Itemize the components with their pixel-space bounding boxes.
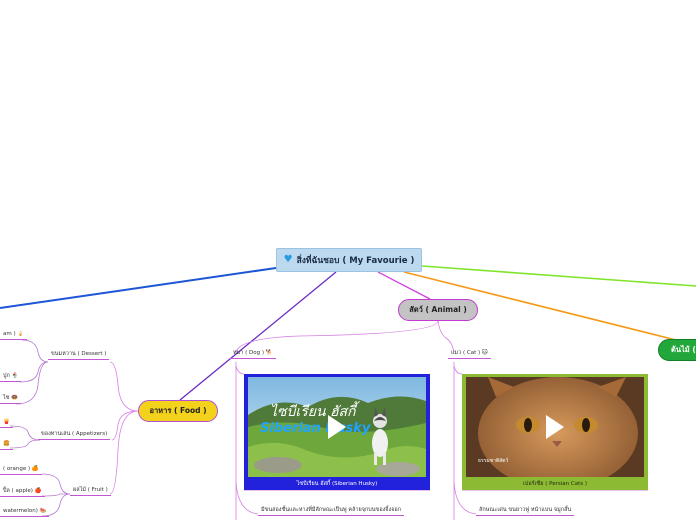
- fruit-item-label: ( orange ) 🍊: [3, 466, 39, 472]
- cat-video-watermark: ธรรมชาติสัตว์: [478, 458, 509, 464]
- subtopic-fruit-label: ผลไม้ ( Fruit ): [73, 487, 108, 493]
- fruit-item[interactable]: ( orange ) 🍊: [0, 465, 42, 475]
- dessert-item[interactable]: ไซ 🍩: [0, 394, 22, 404]
- dog-note-text: มีขนสองชั้นและหางที่มีลักษณะเป็นพู่ คล้า…: [261, 507, 402, 513]
- appetizer-item[interactable]: 🍔: [0, 440, 13, 450]
- dessert-item-label: ไซ 🍩: [3, 395, 19, 401]
- edge-central-to-animal: [377, 271, 431, 300]
- topic-food-label: อาหาร ( Food ): [149, 406, 207, 415]
- edge-central-to-food: [179, 271, 337, 401]
- dessert-item-label: am ) 🍦: [3, 331, 25, 337]
- topic-animal[interactable]: สัตว์ ( Animal ): [398, 299, 478, 321]
- subtopic-cat[interactable]: แมว ( Cat ) 🐱: [448, 349, 491, 359]
- persian-cat-image: [466, 377, 644, 477]
- edge-food-to-dessert: [109, 361, 139, 412]
- central-topic-label: สิ่งที่ฉันชอบ ( My Favourie ): [296, 256, 415, 266]
- subtopic-dog-label: หมา ( Dog ) 🐕: [233, 350, 273, 356]
- appetizer-item[interactable]: 🍟: [0, 418, 13, 428]
- fruit-item[interactable]: ปิ้ล ( apple) 🍎: [0, 487, 45, 497]
- dog-video-caption: ไซบีเรียน ฮัสกี้ (Siberian Husky): [296, 481, 378, 487]
- edge-dessert-leaf-3: [15, 361, 49, 405]
- fruit-item[interactable]: watermelon) 🍉: [0, 507, 50, 517]
- appetizer-item-label: 🍟: [3, 419, 10, 425]
- subtopic-appetizers-label: ของทานเล่น ( Appetizers): [41, 431, 108, 437]
- edge-fruit-leaf-1: [41, 473, 71, 495]
- appetizer-item-label: 🍔: [3, 441, 10, 447]
- topic-trees-label: ต้นไม้ (: [671, 345, 696, 354]
- dessert-item-label: ปูก 🍨: [3, 373, 19, 379]
- subtopic-appetizers[interactable]: ของทานเล่น ( Appetizers): [38, 430, 111, 440]
- persian-cat-photo: ธรรมชาติสัตว์: [466, 377, 644, 477]
- cat-video-caption: เปอร์เซีย ( Persian Cats ): [523, 481, 587, 487]
- edge-appetizers-leaf-1: [9, 425, 41, 441]
- central-topic[interactable]: ♥ สิ่งที่ฉันชอบ ( My Favourie ): [276, 248, 422, 272]
- dog-video-card[interactable]: ไซบีเรียน ฮัสกี้ Siberian Husky ไซบีเรีย…: [244, 374, 430, 490]
- edge-central-to-left: [0, 267, 277, 309]
- edge-food-to-appetizers: [111, 410, 139, 441]
- edge-animal-to-dog: [235, 320, 439, 353]
- topic-trees[interactable]: ต้นไม้ (: [658, 339, 696, 361]
- edge-animal-to-cat: [437, 320, 455, 353]
- edge-dog-note: [235, 481, 259, 515]
- edge-central-to-right: [421, 265, 696, 287]
- edge-central-to-other: [403, 271, 677, 341]
- subtopic-fruit[interactable]: ผลไม้ ( Fruit ): [70, 486, 111, 496]
- topic-animal-label: สัตว์ ( Animal ): [409, 305, 467, 314]
- fruit-item-label: watermelon) 🍉: [3, 508, 47, 514]
- edge-cat-note: [453, 481, 477, 515]
- blue-heart-icon: ♥: [283, 254, 293, 265]
- cat-note[interactable]: ลักษณะเด่น ขนยาวฟู หน้าแบน จมูกสั้น: [476, 506, 575, 516]
- husky-photo: ไซบีเรียน ฮัสกี้ Siberian Husky: [248, 377, 426, 477]
- topic-food[interactable]: อาหาร ( Food ): [138, 400, 218, 422]
- dog-note[interactable]: มีขนสองชั้นและหางที่มีลักษณะเป็นพู่ คล้า…: [258, 506, 405, 516]
- subtopic-dessert-label: ขนมหวาน ( Dessert ): [51, 351, 107, 357]
- husky-title-english: Siberian Husky: [260, 421, 371, 436]
- cat-note-text: ลักษณะเด่น ขนยาวฟู หน้าแบน จมูกสั้น: [479, 507, 572, 513]
- play-icon[interactable]: [546, 415, 564, 439]
- fruit-item-label: ปิ้ล ( apple) 🍎: [3, 488, 42, 494]
- husky-scene-image: [248, 377, 426, 477]
- edge-fruit-leaf-2: [41, 493, 70, 497]
- edge-dessert-leaf-2: [19, 361, 49, 383]
- subtopic-cat-label: แมว ( Cat ) 🐱: [451, 350, 488, 356]
- edge-food-to-fruit: [109, 410, 139, 495]
- subtopic-dog[interactable]: หมา ( Dog ) 🐕: [230, 349, 276, 359]
- edge-fruit-leaf-3: [41, 493, 71, 517]
- cat-video-card[interactable]: ธรรมชาติสัตว์ เปอร์เซีย ( Persian Cats ): [462, 374, 648, 490]
- subtopic-dessert[interactable]: ขนมหวาน ( Dessert ): [48, 350, 110, 360]
- dessert-item[interactable]: ปูก 🍨: [0, 372, 22, 382]
- edge-dog-card: [235, 365, 245, 375]
- edge-appetizers-leaf-2: [9, 439, 41, 449]
- dessert-item[interactable]: am ) 🍦: [0, 330, 28, 340]
- edge-dessert-leaf-1: [21, 339, 49, 363]
- edge-cat-card: [453, 365, 463, 375]
- play-icon[interactable]: [328, 415, 346, 439]
